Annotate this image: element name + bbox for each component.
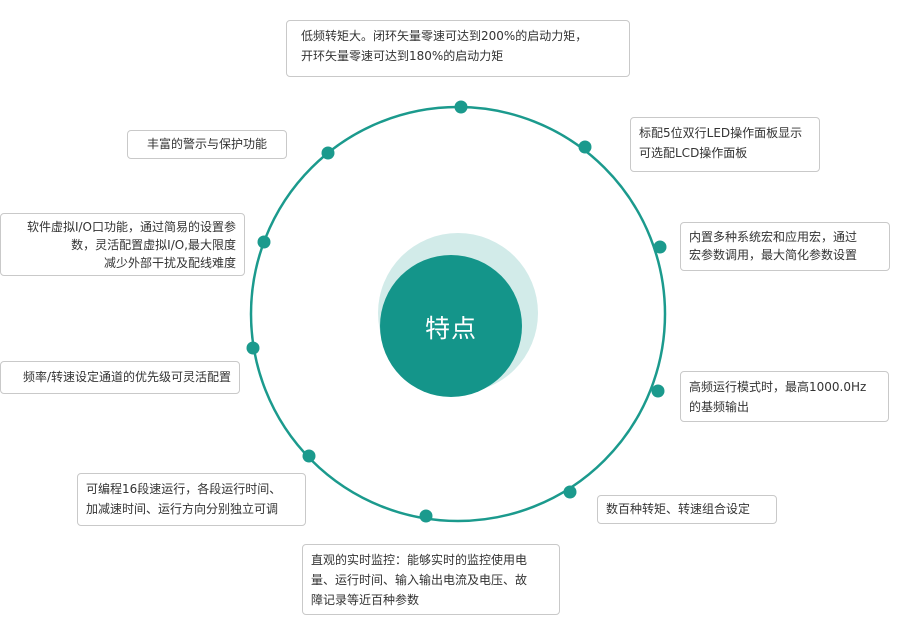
feature-text: 频率/转速设定通道的优先级可灵活配置 — [22, 370, 231, 384]
feature-text: 宏参数调用，最大简化参数设置 — [689, 248, 858, 262]
feature-box-protection: 丰富的警示与保护功能 — [127, 130, 287, 159]
ring-dot-2 — [578, 140, 592, 154]
ring-dot-8 — [246, 341, 260, 355]
feature-box-led-panel: 标配5位双行LED操作面板显示 可选配LCD操作面板 — [630, 117, 820, 172]
feature-text: 数，灵活配置虚拟I/O,最大限度 — [71, 238, 236, 252]
ring-dot-5 — [563, 485, 577, 499]
feature-text: 标配5位双行LED操作面板显示 — [639, 126, 803, 140]
feature-box-high-freq: 高频运行模式时，最高1000.0Hz 的基频输出 — [680, 371, 889, 422]
feature-text: 减少外部干扰及配线难度 — [103, 256, 236, 270]
feature-text: 开环矢量零速可达到180%的启动力矩 — [301, 49, 504, 63]
ring-dot-6 — [419, 509, 433, 523]
ring-dot-3 — [653, 240, 667, 254]
feature-text: 量、运行时间、输入输出电流及电压、故 — [311, 573, 528, 587]
feature-text: 加减速时间、运行方向分别独立可调 — [86, 502, 279, 516]
ring-dot-9 — [257, 235, 271, 249]
ring-dot-7 — [302, 449, 316, 463]
feature-text: 内置多种系统宏和应用宏，通过 — [689, 230, 858, 244]
feature-text: 直观的实时监控：能够实时的监控使用电 — [311, 553, 528, 567]
feature-box-low-freq-torque: 低频转矩大。闭环矢量零速可达到200%的启动力矩， 开环矢量零速可达到180%的… — [286, 20, 630, 77]
feature-box-monitoring: 直观的实时监控：能够实时的监控使用电 量、运行时间、输入输出电流及电压、故 障记… — [302, 544, 560, 615]
feature-box-virtual-io: 软件虚拟I/O口功能，通过简易的设置参 数，灵活配置虚拟I/O,最大限度 减少外… — [0, 213, 245, 276]
center-label: 特点 — [424, 314, 477, 343]
feature-text: 软件虚拟I/O口功能，通过简易的设置参 — [26, 220, 236, 234]
center-circle — [380, 255, 522, 397]
ring-dot-4 — [651, 384, 665, 398]
feature-text: 可选配LCD操作面板 — [639, 146, 748, 160]
feature-box-channel-priority: 频率/转速设定通道的优先级可灵活配置 — [0, 361, 240, 394]
feature-box-macros: 内置多种系统宏和应用宏，通过 宏参数调用，最大简化参数设置 — [680, 222, 890, 271]
feature-text: 低频转矩大。闭环矢量零速可达到200%的启动力矩， — [301, 29, 588, 43]
feature-text: 高频运行模式时，最高1000.0Hz — [689, 380, 867, 394]
feature-text: 丰富的警示与保护功能 — [146, 137, 267, 151]
feature-text: 的基频输出 — [689, 400, 750, 414]
feature-text: 数百种转矩、转速组合设定 — [606, 502, 751, 516]
feature-text: 可编程16段速运行，各段运行时间、 — [86, 482, 282, 496]
ring-dot-10 — [321, 146, 335, 160]
feature-box-multi-speed: 可编程16段速运行，各段运行时间、 加减速时间、运行方向分别独立可调 — [77, 473, 306, 526]
ring-dot-1 — [454, 100, 468, 114]
feature-box-torque-speed: 数百种转矩、转速组合设定 — [597, 495, 777, 524]
feature-text: 障记录等近百种参数 — [311, 593, 420, 607]
